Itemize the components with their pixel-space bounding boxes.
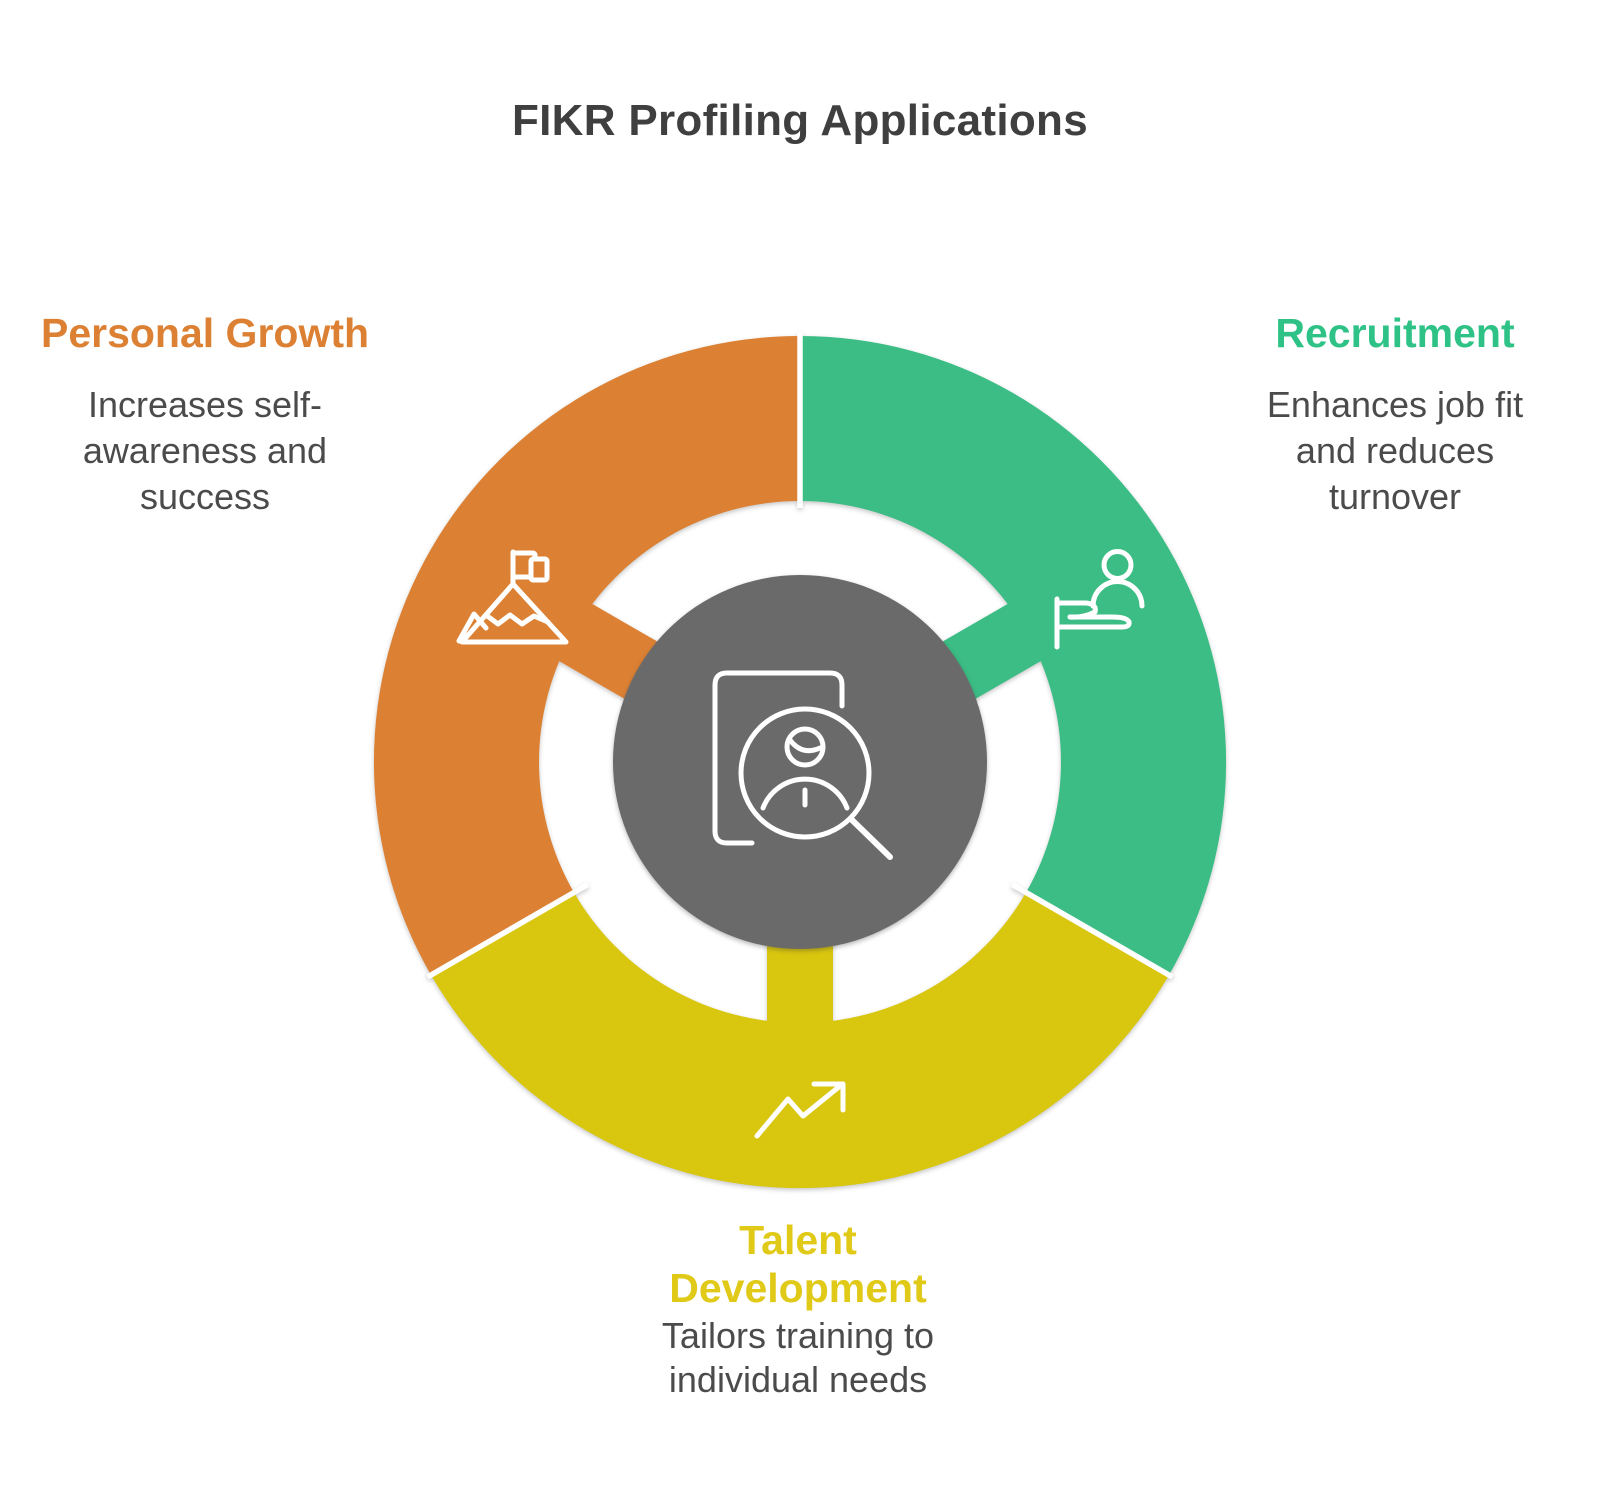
spoke-personal-growth [546, 596, 663, 702]
description-line: individual needs [668, 1359, 928, 1400]
description-line: Increases self- [87, 384, 323, 425]
heading-line: Development [669, 1265, 927, 1311]
segment-description: Increases self- awareness and success [10, 382, 400, 520]
segment-heading: Recruitment [1275, 310, 1515, 356]
page-title: FIKR Profiling Applications [511, 96, 1089, 145]
spoke-recruitment [937, 596, 1054, 702]
donut-ring [373, 332, 1227, 1189]
segment-personal-growth [373, 336, 800, 975]
segment-heading: Talent Development [598, 1216, 998, 1312]
segment-recruitment [800, 336, 1227, 975]
description-line: turnover [1328, 476, 1462, 517]
profile-search-icon [712, 670, 893, 860]
label-block-recruitment: Recruitment Enhances job fit and reduces… [1200, 309, 1590, 520]
segment-gap-lower-left [426, 882, 590, 980]
segment-heading: Personal Growth [40, 310, 370, 356]
trend-up-icon [754, 1081, 846, 1139]
segment-gap-lower-right [1010, 882, 1174, 980]
description-line: awareness and [82, 430, 328, 471]
description-line: Tailors training to [661, 1315, 935, 1356]
segment-description: Enhances job fit and reduces turnover [1200, 382, 1590, 520]
mountain-flag-icon [456, 549, 569, 645]
description-line: success [139, 476, 271, 517]
person-flag-icon [1054, 549, 1145, 650]
description-line: Enhances job fit [1266, 384, 1524, 425]
spoke-talent-development [767, 940, 833, 1036]
segment-talent-development [431, 892, 1169, 1189]
description-line: and reduces [1295, 430, 1495, 471]
label-block-talent-development: Talent Development Tailors training to i… [598, 1216, 998, 1402]
label-block-personal-growth: Personal Growth Increases self- awarenes… [10, 309, 400, 520]
heading-line: Talent [739, 1217, 857, 1263]
segment-description: Tailors training to individual needs [598, 1314, 998, 1402]
